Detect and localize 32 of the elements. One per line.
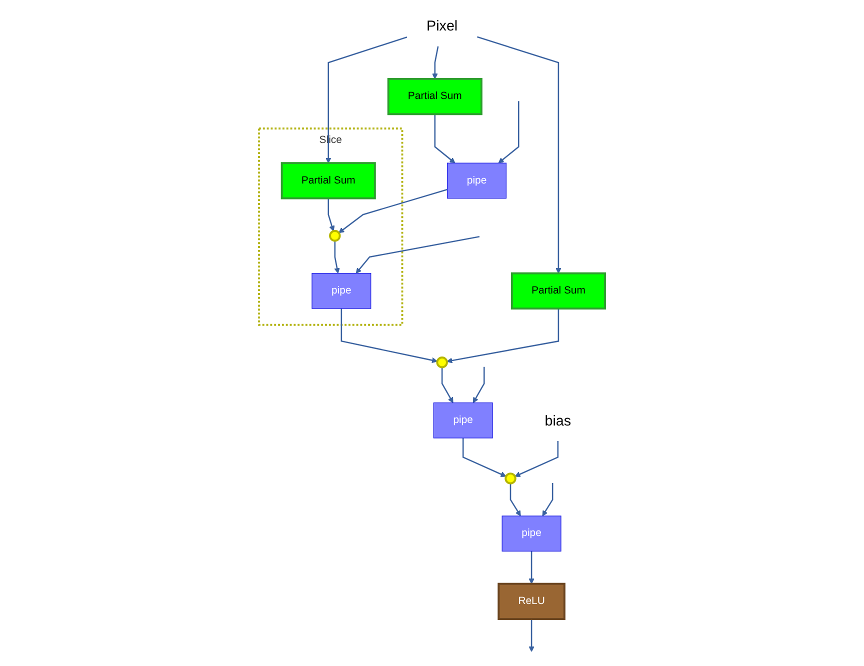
- arrow: [477, 36, 562, 274]
- node-circle: [504, 472, 516, 484]
- arrow: [514, 440, 559, 477]
- arrow: [441, 367, 454, 404]
- arrow: [510, 483, 521, 516]
- arrow: [334, 240, 340, 274]
- node-text: Pixel: [426, 18, 458, 34]
- node-box: pipe: [447, 162, 507, 199]
- node-circle: [436, 356, 448, 368]
- node-box: Partial Sum: [510, 272, 606, 310]
- node-box: ReLU: [498, 582, 566, 620]
- node-box: pipe: [312, 273, 372, 309]
- arrow: [340, 308, 438, 364]
- node-text: bias: [544, 412, 572, 429]
- arrow: [326, 36, 408, 164]
- arrow: [528, 619, 534, 652]
- arrow: [356, 236, 480, 274]
- node-box: Partial Sum: [280, 162, 376, 200]
- arrow: [446, 308, 560, 364]
- arrow: [498, 101, 520, 164]
- node-box: pipe: [433, 402, 493, 438]
- arrow: [434, 114, 456, 164]
- arrow: [542, 483, 554, 516]
- arrow: [528, 551, 534, 584]
- node-box: Partial Sum: [387, 78, 482, 116]
- arrow: [472, 366, 485, 404]
- arrow: [432, 46, 439, 80]
- node-circle: [329, 230, 341, 242]
- node-box: pipe: [502, 516, 562, 552]
- arrow: [338, 188, 448, 234]
- arrow: [462, 438, 506, 477]
- arrow: [328, 198, 335, 232]
